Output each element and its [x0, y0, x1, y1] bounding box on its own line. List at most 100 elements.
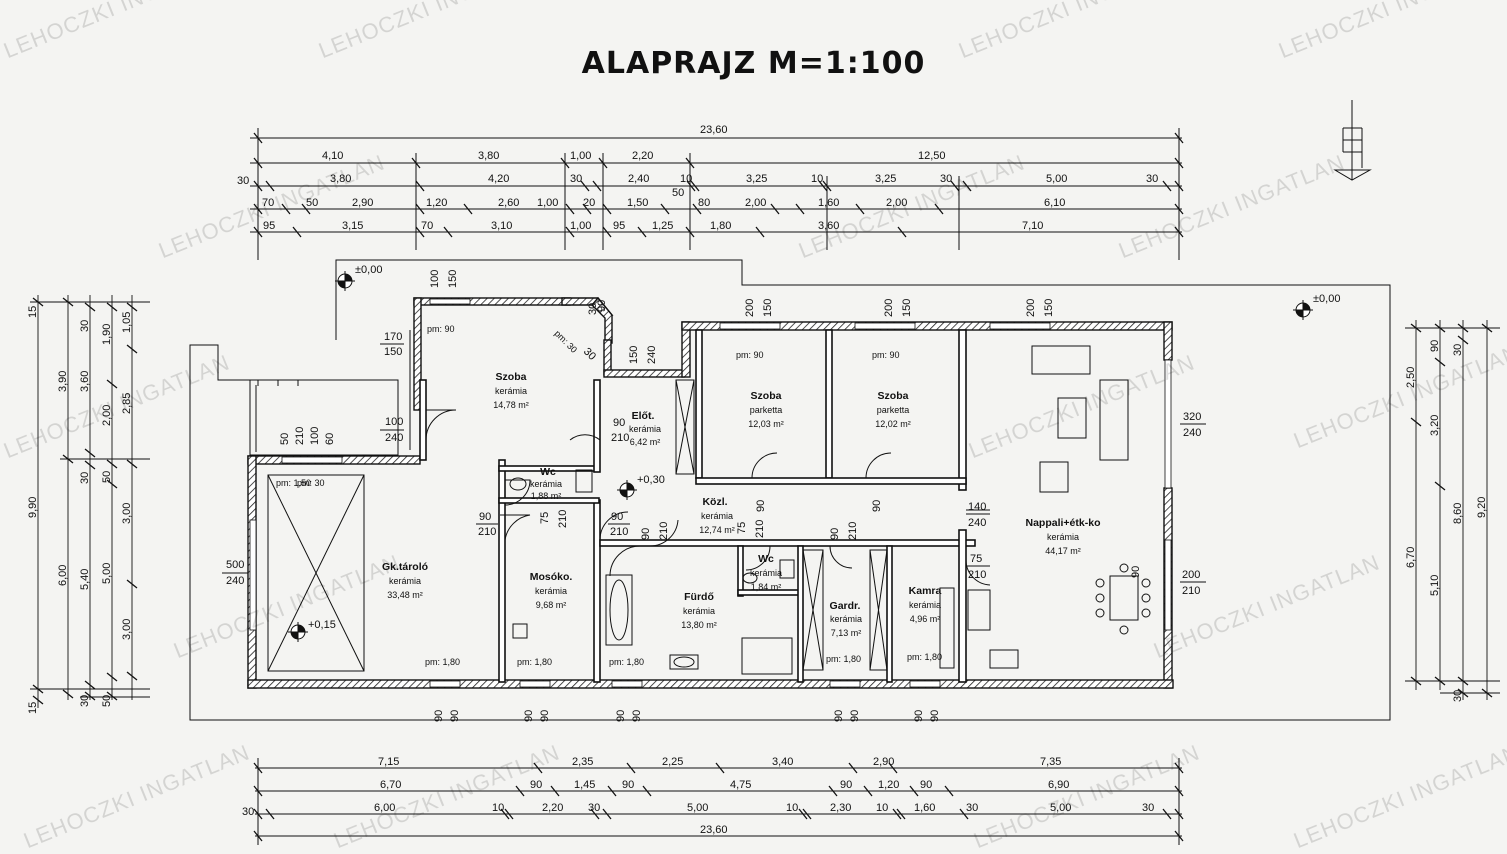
room-area: 12,03 m²: [748, 419, 784, 429]
dim-label: 30: [570, 173, 582, 185]
room-area: 6,42 m²: [630, 437, 661, 447]
misc-label: 30: [581, 346, 598, 363]
misc-label: 210: [294, 427, 306, 445]
dim-label: 2,30: [830, 802, 851, 814]
room-name: Közl.: [702, 496, 727, 508]
dim-label: 6,00: [374, 802, 395, 814]
opening-height: 150: [1043, 299, 1055, 317]
dim-label: 1,20: [878, 779, 899, 791]
opening-width: 90: [613, 417, 625, 429]
dim-label: 3,00: [121, 503, 133, 524]
misc-label: 90: [833, 710, 845, 722]
dim-label: 3,80: [330, 173, 351, 185]
misc-label: 90: [615, 710, 627, 722]
dim-label: 90: [920, 779, 932, 791]
dim-label: 5,00: [687, 802, 708, 814]
dim-label: 90: [622, 779, 634, 791]
misc-label: 90: [913, 710, 925, 722]
opening-width: 200: [1025, 299, 1037, 317]
room-name: Nappali+étk-ko: [1026, 517, 1101, 529]
dim-top-total: 23,60: [700, 124, 728, 136]
dim-label: 10: [876, 802, 888, 814]
parapet-label: pm: 1,80: [609, 657, 644, 667]
furniture: [267, 345, 1151, 675]
opening-width: 150: [628, 346, 640, 364]
dim-label: 2,00: [101, 405, 113, 426]
dim-label: 10: [811, 173, 823, 185]
opening-width: 75: [539, 512, 551, 524]
opening-width: 90: [755, 500, 767, 512]
dim-label: 1,00: [570, 220, 591, 232]
dim-label: 1,45: [574, 779, 595, 791]
room-labels: Szoba kerámia 14,78 m² Előt. kerámia 6,4…: [382, 371, 1101, 638]
dim-label: 95: [263, 220, 275, 232]
room-name: Szoba: [751, 390, 782, 402]
room-floor: kerámia: [629, 424, 661, 434]
room-area: 7,13 m²: [831, 628, 862, 638]
dim-label: 4,10: [322, 150, 343, 162]
room-floor: kerámia: [830, 614, 862, 624]
dim-label: 10: [786, 802, 798, 814]
dim-label: 50: [101, 471, 113, 483]
doors: [425, 409, 991, 586]
opening-width: 100: [385, 416, 403, 428]
room-name: Szoba: [496, 371, 527, 383]
dim-label: 6,70: [1405, 547, 1417, 568]
misc-label: 90: [449, 710, 461, 722]
opening-height: 210: [1182, 585, 1200, 597]
room-name: Kamra: [909, 585, 942, 597]
dim-label: 30: [1452, 344, 1464, 356]
room-floor: parketta: [877, 405, 910, 415]
dim-label: 1,25: [652, 220, 673, 232]
dim-label: 3,60: [79, 371, 91, 392]
opening-height: 210: [658, 522, 670, 540]
dim-label: 15: [27, 306, 39, 318]
opening-height: 150: [447, 270, 459, 288]
parapet-label: pm: 90: [736, 350, 764, 360]
opening-label: 90: [871, 500, 883, 512]
dim-label: 70: [262, 197, 274, 209]
dim-label: 30: [242, 806, 254, 818]
right-dimensions: 2,50 6,70 90 3,20 5,10 30 8,60 30 9,20: [1405, 320, 1500, 702]
dim-label: 7,10: [1022, 220, 1043, 232]
opening-width: 90: [596, 300, 608, 312]
dim-label: 30: [940, 173, 952, 185]
room-floor: kerámia: [1047, 532, 1079, 542]
parapet-label: pm: 1,50: [276, 478, 311, 488]
room-area: 33,48 m²: [387, 590, 423, 600]
site-outline: [189, 259, 1391, 721]
dim-label: 80: [698, 197, 710, 209]
dim-label: 50: [672, 187, 684, 199]
opening-height: 210: [754, 520, 766, 538]
dim-label: 15: [27, 702, 39, 714]
dim-label: 5,10: [1429, 575, 1441, 596]
opening-width: 170: [384, 331, 402, 343]
left-dimensions: 15 9,90 15 3,90 6,00 30 3,60 30 5,40 30 …: [27, 295, 150, 714]
opening-width: 200: [744, 299, 756, 317]
dim-label: 30: [588, 802, 600, 814]
opening-width: 500: [226, 559, 244, 571]
walls: [247, 296, 1174, 689]
room-floor: kerámia: [389, 576, 421, 586]
dim-label: 30: [79, 472, 91, 484]
room-floor: kerámia: [909, 600, 941, 610]
dim-label: 95: [613, 220, 625, 232]
room-area: 4,96 m²: [910, 614, 941, 624]
level-marker-icon: [617, 480, 637, 500]
dim-label: 1,00: [570, 150, 591, 162]
dim-label: 5,00: [1050, 802, 1071, 814]
dim-label: 3,90: [57, 371, 69, 392]
dim-label: 3,10: [491, 220, 512, 232]
room-area: 44,17 m²: [1045, 546, 1081, 556]
opening-height: 210: [968, 569, 986, 581]
misc-label: 90: [929, 710, 941, 722]
north-arrow-icon: [1333, 100, 1372, 181]
